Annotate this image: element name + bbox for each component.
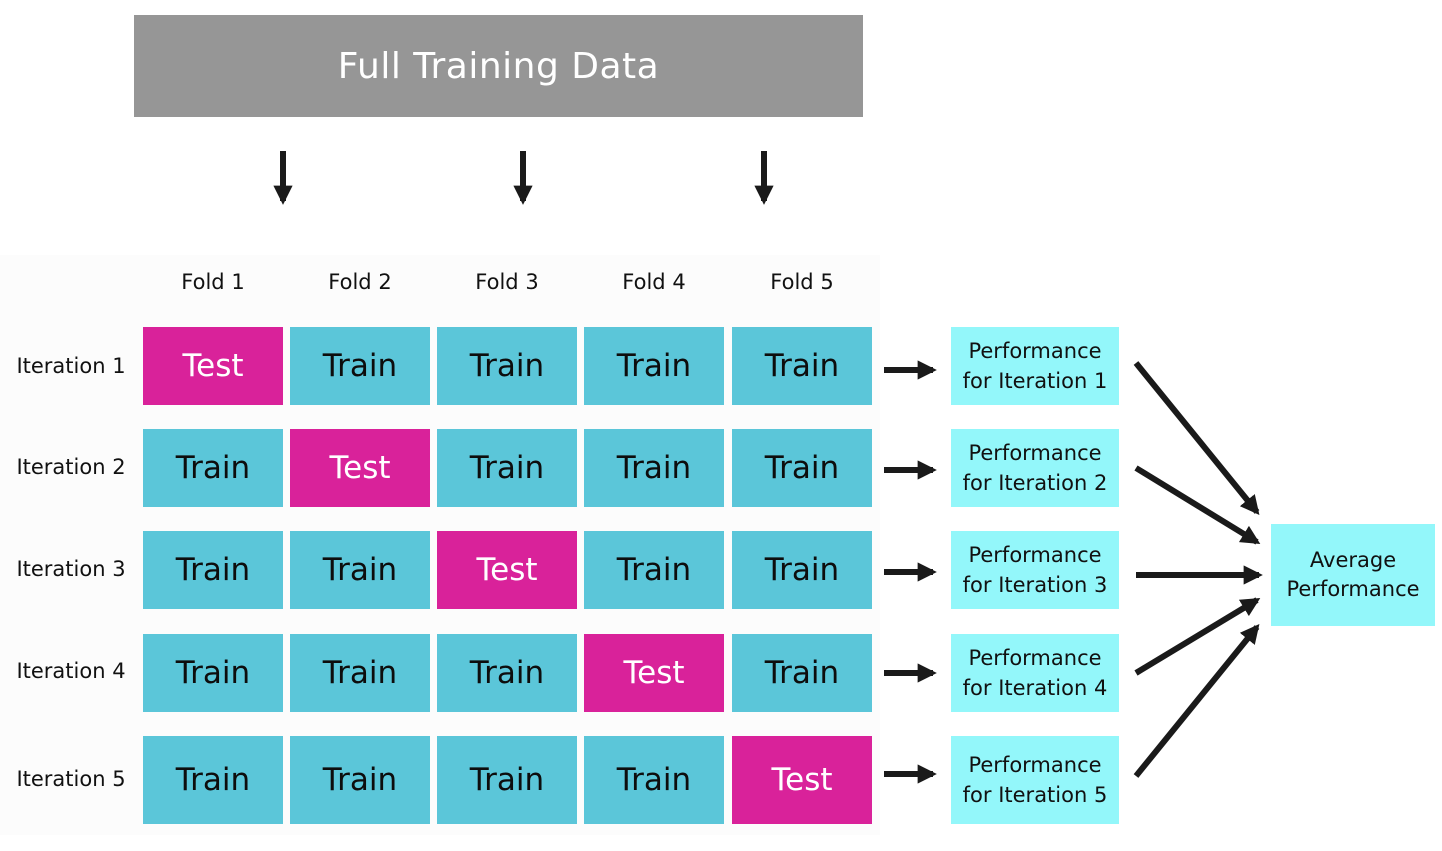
fold-cell: Train bbox=[732, 327, 872, 405]
performance-box-line: for Iteration 2 bbox=[962, 471, 1108, 495]
fold-label-5: Fold 5 bbox=[770, 270, 834, 294]
performance-box-line: for Iteration 1 bbox=[962, 369, 1108, 393]
performance-box-line: for Iteration 5 bbox=[962, 783, 1108, 807]
fold-cell: Train bbox=[584, 531, 724, 609]
fold-cell: Train bbox=[437, 736, 577, 824]
performance-box-4: Performance for Iteration 4 bbox=[951, 634, 1119, 712]
fold-cell: Train bbox=[732, 634, 872, 712]
fold-cell: Train bbox=[143, 429, 283, 507]
fold-cell: Train bbox=[143, 531, 283, 609]
performance-box-5: Performance for Iteration 5 bbox=[951, 736, 1119, 824]
fold-cell: Test bbox=[290, 429, 430, 507]
iteration-label-4: Iteration 4 bbox=[16, 659, 126, 683]
converge-arrow-icon bbox=[1134, 465, 1261, 545]
converge-arrow-icon bbox=[1133, 361, 1260, 515]
fold-cell: Train bbox=[290, 327, 430, 405]
fold-cell: Train bbox=[290, 736, 430, 824]
fold-cell: Test bbox=[143, 327, 283, 405]
performance-box-line: Performance bbox=[968, 543, 1102, 567]
iteration-label-5: Iteration 5 bbox=[16, 767, 126, 791]
full-training-data-box: Full Training Data bbox=[134, 15, 863, 117]
fold-cell: Train bbox=[437, 327, 577, 405]
performance-box-line: Performance bbox=[968, 339, 1102, 363]
fold-cell: Train bbox=[732, 429, 872, 507]
average-performance-line: Performance bbox=[1286, 577, 1420, 601]
fold-cell: Train bbox=[143, 634, 283, 712]
performance-box-2: Performance for Iteration 2 bbox=[951, 429, 1119, 507]
fold-cell: Test bbox=[732, 736, 872, 824]
iteration-label-1: Iteration 1 bbox=[16, 354, 126, 378]
performance-box-line: for Iteration 3 bbox=[962, 573, 1108, 597]
fold-label-2: Fold 2 bbox=[328, 270, 392, 294]
performance-box-3: Performance for Iteration 3 bbox=[951, 531, 1119, 609]
fold-label-1: Fold 1 bbox=[181, 270, 245, 294]
iteration-label-2: Iteration 2 bbox=[16, 455, 126, 479]
average-performance-line: Average bbox=[1309, 548, 1397, 572]
performance-box-line: Performance bbox=[968, 753, 1102, 777]
fold-cell: Test bbox=[584, 634, 724, 712]
fold-cell: Train bbox=[437, 634, 577, 712]
fold-cell: Train bbox=[584, 429, 724, 507]
fold-cell: Train bbox=[143, 736, 283, 824]
fold-cell: Train bbox=[290, 634, 430, 712]
performance-box-line: Performance bbox=[968, 646, 1102, 670]
fold-cell: Train bbox=[437, 429, 577, 507]
fold-cell: Test bbox=[437, 531, 577, 609]
fold-label-3: Fold 3 bbox=[475, 270, 539, 294]
performance-box-line: Performance bbox=[968, 441, 1102, 465]
converge-arrow-icon bbox=[1133, 624, 1260, 778]
fold-cell: Train bbox=[290, 531, 430, 609]
fold-label-4: Fold 4 bbox=[622, 270, 686, 294]
full-training-data-label: Full Training Data bbox=[337, 45, 660, 87]
performance-box-1: Performance for Iteration 1 bbox=[951, 327, 1119, 405]
performance-box-line: for Iteration 4 bbox=[962, 676, 1108, 700]
fold-cell: Train bbox=[584, 736, 724, 824]
converge-arrow-icon bbox=[1134, 597, 1261, 676]
iteration-label-3: Iteration 3 bbox=[16, 557, 126, 581]
fold-cell: Train bbox=[732, 531, 872, 609]
average-performance-box: Average Performance bbox=[1271, 524, 1435, 626]
fold-cell: Train bbox=[584, 327, 724, 405]
